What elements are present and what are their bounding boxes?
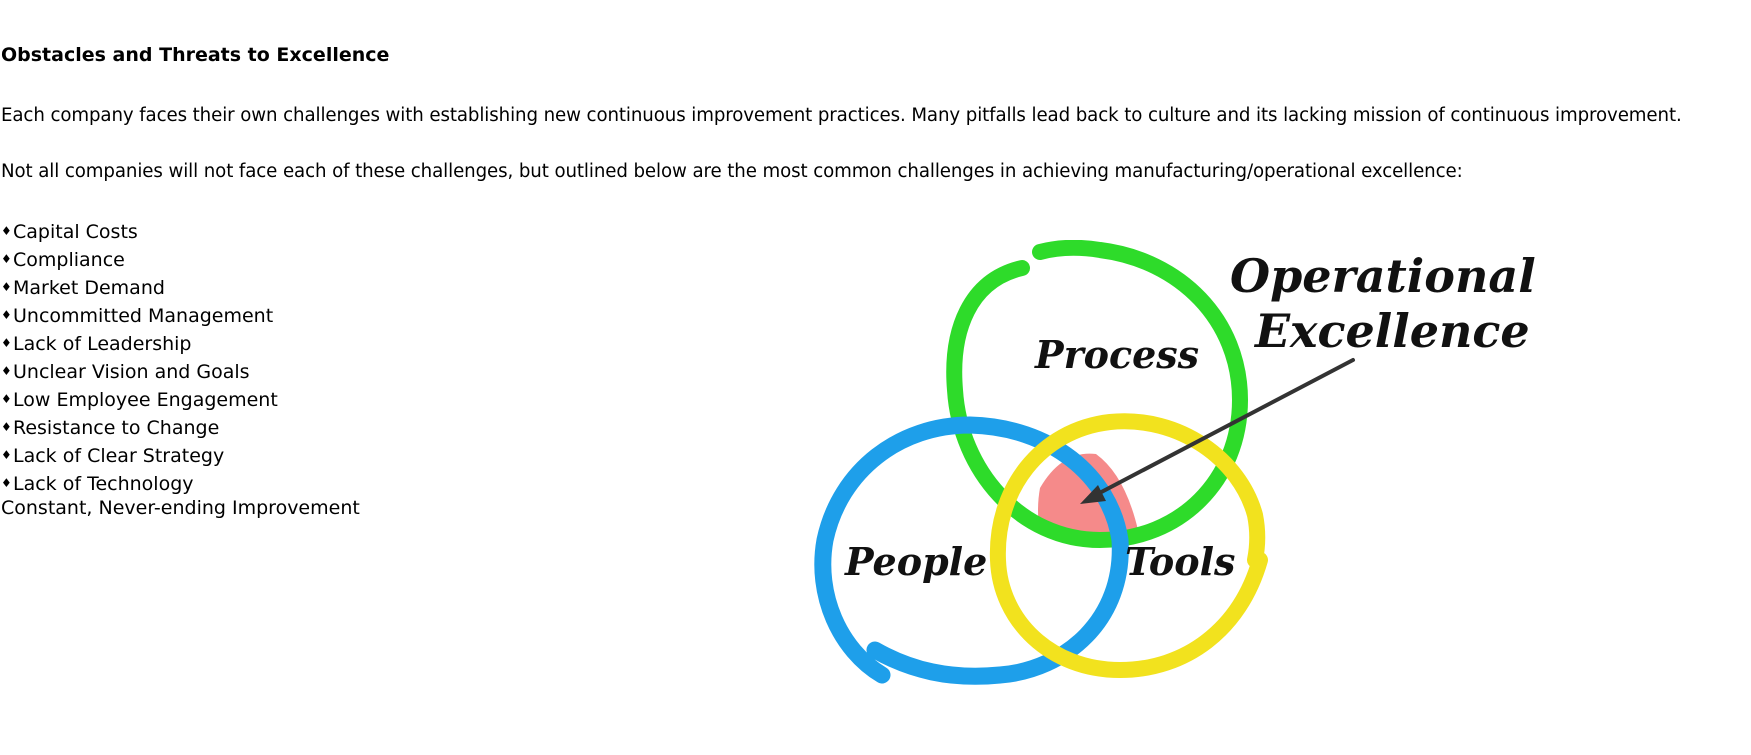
list-item-text: Lack of Clear Strategy [13, 445, 225, 467]
people-circle: People [814, 416, 1129, 685]
tools-circle: Tools [989, 413, 1268, 679]
list-item-text: Compliance [13, 249, 125, 271]
page-heading: Obstacles and Threats to Excellence [1, 44, 390, 66]
challenges-intro-paragraph: Not all companies will not face each of … [1, 161, 1463, 182]
diamond-bullet-icon: ♦ [1, 280, 12, 294]
list-item-text: Market Demand [13, 277, 165, 299]
challenges-list: ♦Capital Costs ♦Compliance ♦Market Deman… [1, 217, 278, 497]
people-circle-stroke [814, 416, 1129, 685]
list-item: ♦Low Employee Engagement [1, 385, 278, 413]
list-item-text: Low Employee Engagement [13, 389, 278, 411]
process-circle-stroke [946, 240, 1249, 549]
diamond-bullet-icon: ♦ [1, 336, 12, 350]
list-item-text: Lack of Leadership [13, 333, 192, 355]
list-item: ♦Market Demand [1, 273, 278, 301]
list-item-text: Capital Costs [13, 221, 138, 243]
tools-circle-stroke [989, 413, 1268, 679]
process-label: Process [1034, 332, 1199, 377]
list-item: ♦Unclear Vision and Goals [1, 357, 278, 385]
arrow-icon [1080, 358, 1355, 504]
tools-label: Tools [1125, 539, 1235, 584]
diamond-bullet-icon: ♦ [1, 448, 12, 462]
diagram-title-line2: Excellence [1253, 304, 1530, 358]
diamond-bullet-icon: ♦ [1, 476, 12, 490]
list-item-text: Unclear Vision and Goals [13, 361, 250, 383]
list-item: ♦Capital Costs [1, 217, 278, 245]
diamond-bullet-icon: ♦ [1, 420, 12, 434]
diamond-bullet-icon: ♦ [1, 364, 12, 378]
list-item: ♦Lack of Clear Strategy [1, 441, 278, 469]
diamond-bullet-icon: ♦ [1, 392, 12, 406]
intro-paragraph: Each company faces their own challenges … [1, 105, 1682, 126]
people-label: People [844, 539, 987, 584]
diamond-bullet-icon: ♦ [1, 224, 12, 238]
list-item: ♦Compliance [1, 245, 278, 273]
list-item: ♦Uncommitted Management [1, 301, 278, 329]
diamond-bullet-icon: ♦ [1, 252, 12, 266]
list-item-text: Uncommitted Management [13, 305, 274, 327]
list-item-text: Lack of Technology [13, 473, 194, 495]
diamond-bullet-icon: ♦ [1, 308, 12, 322]
list-item: ♦Lack of Leadership [1, 329, 278, 357]
diagram-title-line1: Operational [1230, 249, 1536, 303]
process-circle: Process [946, 240, 1249, 549]
list-item-text: Resistance to Change [13, 417, 220, 439]
operational-excellence-venn-diagram: Process People Tools Operational Excelle… [814, 240, 1536, 685]
closing-line: Constant, Never-ending Improvement [1, 497, 360, 519]
list-item: ♦Lack of Technology [1, 469, 278, 497]
list-item: ♦Resistance to Change [1, 413, 278, 441]
